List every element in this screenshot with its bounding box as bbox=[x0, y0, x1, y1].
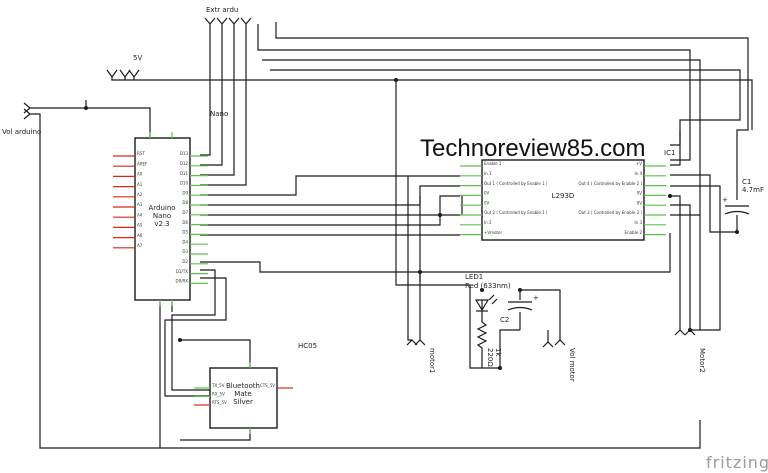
label-5v: 5V bbox=[133, 54, 142, 62]
junction-dots bbox=[84, 78, 739, 370]
nano-body bbox=[134, 137, 191, 301]
l293d-left-pin-label: In 2 bbox=[484, 220, 492, 225]
bt-left-pin-label: RX_5V bbox=[212, 392, 225, 397]
wires bbox=[30, 22, 753, 449]
connector-5v bbox=[106, 69, 140, 79]
bt-left-pin-label: RTS_5V bbox=[212, 400, 227, 405]
nano-right-pin-label: D11 bbox=[180, 171, 189, 176]
nano-left-pin-label: A3 bbox=[137, 202, 143, 207]
nano-right-pin-label: D7 bbox=[182, 210, 188, 215]
l293d-left-pin-label: In 1 bbox=[484, 171, 492, 176]
label-nano: Nano bbox=[210, 110, 228, 118]
nano-title: Arduino bbox=[148, 204, 175, 212]
connector-motor2 bbox=[674, 329, 696, 336]
label-hc05: HC05 bbox=[298, 342, 317, 350]
l293d-left-pin-label: +Vmotor bbox=[484, 230, 502, 235]
l293d-name: L293D bbox=[552, 192, 575, 200]
l293d-right-pin-label: In 4 bbox=[634, 171, 642, 176]
label-c2: C2 bbox=[500, 316, 509, 324]
label-extr-ardu: Extr ardu bbox=[206, 6, 238, 14]
l293d-right-pin-label: Out 4 ( Controlled by Enable 2 ) bbox=[579, 181, 643, 186]
bt-subtitle2: Silver bbox=[233, 398, 253, 406]
nano-subtitle: Nano bbox=[153, 212, 171, 220]
l293d-left-pin-label: 0V bbox=[484, 200, 490, 205]
nano-left-pin-label: A2 bbox=[137, 192, 143, 197]
nano-left-pin-label: A0 bbox=[137, 172, 143, 177]
label-vol-motor: Vol motor bbox=[568, 348, 576, 382]
capacitor-c1: + bbox=[722, 196, 750, 215]
bluetooth-body bbox=[209, 367, 278, 429]
label-ic1: IC1 bbox=[664, 149, 675, 157]
label-led1: LED1 bbox=[465, 273, 483, 281]
nano-right-pin-label: D12 bbox=[180, 161, 189, 166]
nano-right-pin-label: D6 bbox=[182, 220, 188, 225]
watermark-text: Technoreview85.com bbox=[420, 135, 645, 162]
nano-right-pin-label: D3 bbox=[182, 249, 188, 254]
nano-right-pin-label: D2 bbox=[182, 259, 188, 264]
nano-left-pin-label: A1 bbox=[137, 182, 143, 187]
connector-extr-ardu bbox=[204, 17, 252, 25]
label-r-ohm: 220Ω bbox=[486, 348, 494, 367]
l293d-right-pin-label: 0V bbox=[637, 191, 643, 196]
led1-symbol bbox=[474, 294, 498, 312]
bt-title: Bluetooth bbox=[226, 382, 260, 390]
label-c1: C1 bbox=[742, 178, 751, 186]
nano-version: v2.3 bbox=[154, 220, 169, 228]
nano-right-pin-label: D0/RX bbox=[176, 279, 189, 284]
fritzing-logo: fritzing bbox=[706, 453, 768, 472]
label-r-value: 1k bbox=[494, 348, 502, 357]
bt-right-pin-label: CTS_5V bbox=[260, 383, 275, 388]
l293d-right-pin-label: Enable 2 bbox=[625, 230, 643, 235]
l293d-right-pin-label: Out 3 ( Controlled by Enable 2 ) bbox=[579, 210, 643, 215]
nano-left-pin-label: A5 bbox=[137, 223, 143, 228]
nano-right-pin-label: D4 bbox=[182, 239, 188, 244]
label-c1-value: 4.7mF bbox=[742, 186, 764, 194]
connector-motor1 bbox=[406, 339, 426, 346]
l293d-body bbox=[481, 159, 645, 241]
nano-left-pin-label: RST bbox=[137, 151, 145, 156]
label-led1-value: Red (633nm) bbox=[465, 282, 511, 290]
l293d-left-pin-label: Out 1 ( Controlled by Enable 1 ) bbox=[484, 181, 548, 186]
l293d-right-pin-label: In 3 bbox=[634, 220, 642, 225]
c2-plus: + bbox=[533, 294, 539, 302]
nano-left-pin-label: AREF bbox=[137, 161, 148, 166]
label-vol-arduino: Vol arduino bbox=[2, 128, 41, 136]
connector-vol-motor bbox=[542, 339, 566, 348]
nano-left-pin-label: A6 bbox=[137, 233, 143, 238]
bt-subtitle: Mate bbox=[234, 390, 251, 398]
l293d-left-pin-label: 0V bbox=[484, 191, 490, 196]
c1-plus: + bbox=[722, 196, 728, 204]
l293d-left-pin-label: Out 2 ( Controlled by Enable 1 ) bbox=[484, 210, 548, 215]
label-motor1: motor1 bbox=[428, 348, 436, 373]
nano-right-pin-label: D9 bbox=[182, 190, 188, 195]
nano-right-pin-label: D8 bbox=[182, 200, 188, 205]
nano-right-pin-label: D10 bbox=[180, 181, 189, 186]
connector-vol-arduino bbox=[23, 102, 31, 120]
nano-right-pin-label: D13 bbox=[180, 151, 189, 156]
bluetooth-module: TX_5V RX_5V RTS_5V CTS_5V Bluetooth Mate S… bbox=[194, 362, 293, 434]
l293d-chip: Enable 1 In 1 Out 1 ( Controlled by Enable… bbox=[460, 159, 666, 241]
l293d-right-pin-label: 0V bbox=[637, 200, 643, 205]
bt-left-pin-label: TX_5V bbox=[211, 383, 225, 388]
nano-right-pin-label: D1/TX bbox=[176, 269, 188, 274]
nano-left-pin-label: A7 bbox=[137, 243, 143, 248]
l293d-left-pin-label: Enable 1 bbox=[484, 161, 502, 166]
resistor-symbol bbox=[476, 311, 488, 355]
nano-left-pin-label: A4 bbox=[137, 212, 143, 217]
capacitor-c2: + bbox=[507, 294, 539, 311]
l293d-right-pin-label: +V bbox=[636, 161, 642, 166]
nano-right-pin-label: D5 bbox=[182, 230, 188, 235]
label-motor2: Motor2 bbox=[698, 348, 706, 373]
